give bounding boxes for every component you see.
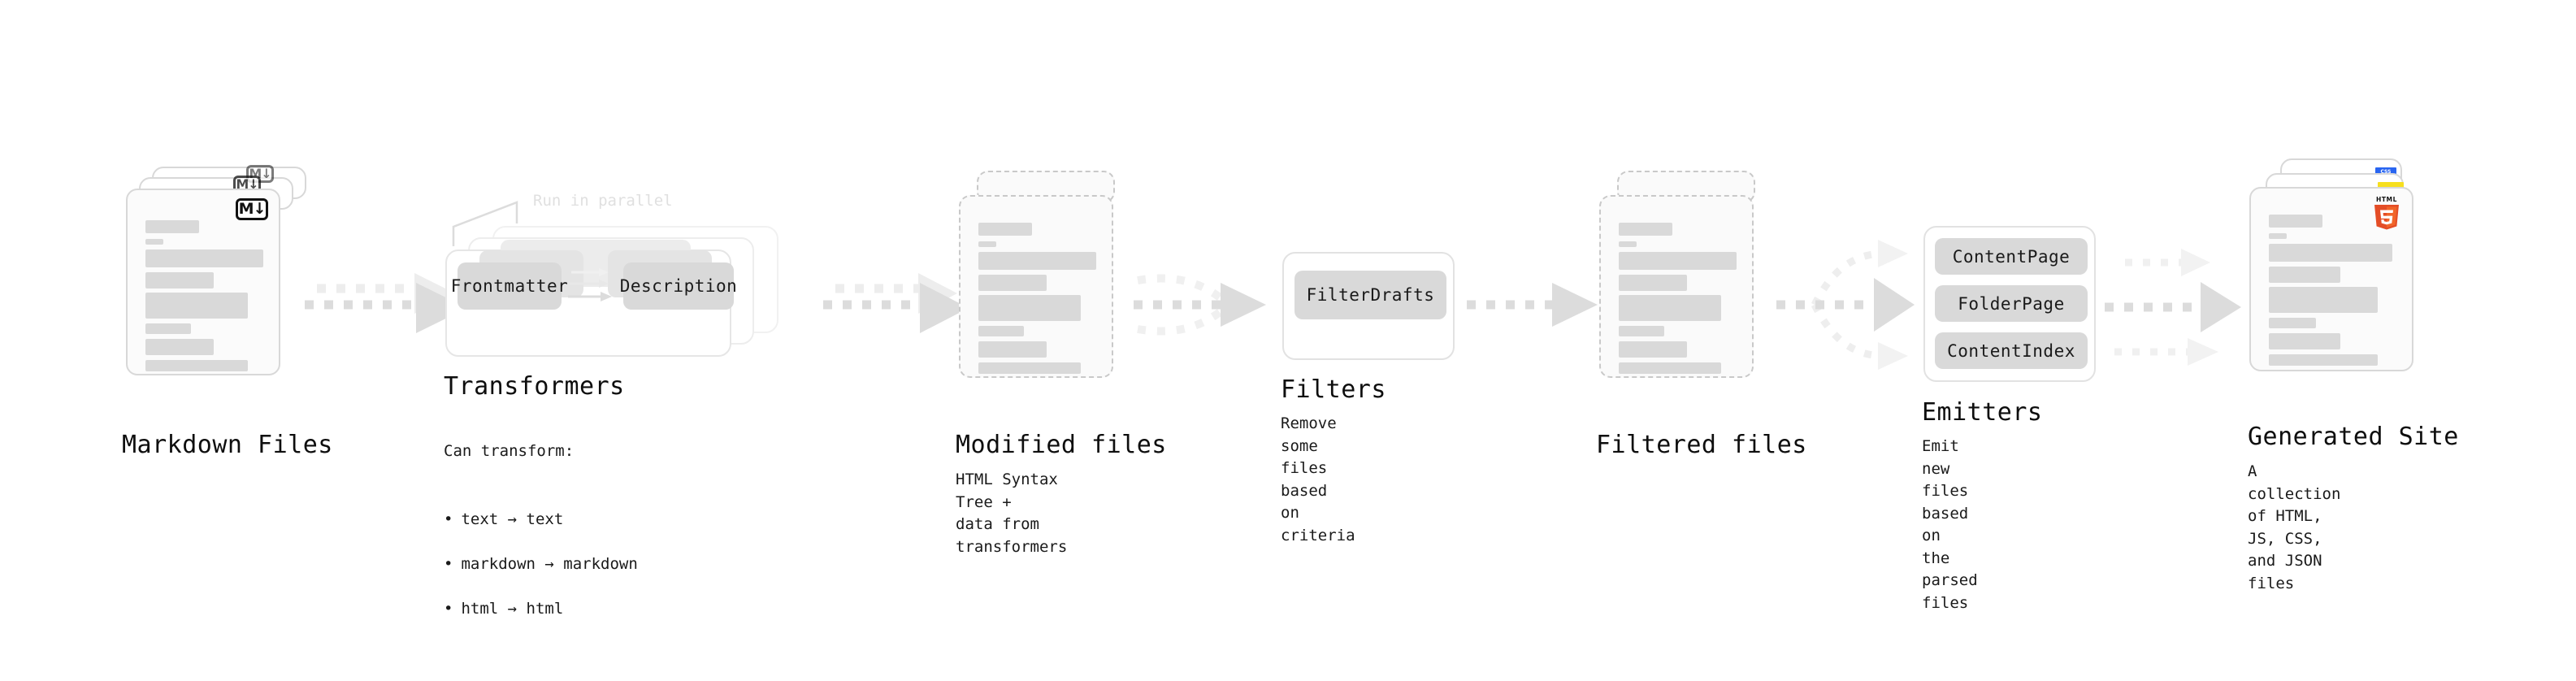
emitter-chip-contentindex[interactable]: ContentIndex <box>1935 332 2088 369</box>
markdown-icon: M↓ <box>236 198 268 220</box>
arrow-filters-to-filtered <box>1467 283 1598 327</box>
skeleton-bar <box>2269 244 2392 262</box>
skeleton-bar <box>145 220 199 233</box>
markdown-file-card: M↓ <box>126 189 280 375</box>
stage-desc-transformers: Can transform: text → text markdown → ma… <box>444 418 638 666</box>
skeleton-bar <box>145 323 191 334</box>
skeleton-bar <box>2269 215 2322 228</box>
transformers-bullet: html → html <box>444 598 638 621</box>
skeleton-bar <box>2269 354 2378 366</box>
skeleton-bar <box>1619 223 1672 236</box>
stage-desc-generated-site: A collection of HTML, JS, CSS, and JSON … <box>2248 462 2341 592</box>
skeleton-bar <box>1619 241 1637 247</box>
skeleton-bar <box>1619 362 1721 374</box>
transformers-bullet: text → text <box>444 509 638 531</box>
stage-title-markdown-files: Markdown Files <box>122 431 333 459</box>
stage-desc-emitters: Emit new files based on the parsed files <box>1922 437 1978 612</box>
skeleton-bar <box>978 252 1096 270</box>
transformers-bullet-list: text → text markdown → markdown html → h… <box>444 487 638 644</box>
emitter-chip-folderpage[interactable]: FolderPage <box>1935 285 2088 322</box>
skeleton-bar <box>978 223 1032 236</box>
run-in-parallel-label: Run in parallel <box>533 192 673 210</box>
skeleton-bar <box>1619 295 1721 321</box>
skeleton-bar <box>978 275 1047 291</box>
transformer-chip-description[interactable]: Description <box>620 262 737 310</box>
skeleton-bar <box>1619 326 1664 336</box>
emitter-chip-contentpage[interactable]: ContentPage <box>1935 238 2088 275</box>
skeleton-bar <box>145 293 248 319</box>
skeleton-bar <box>2269 287 2378 313</box>
skeleton-bar <box>978 326 1024 336</box>
transformer-chip-frontmatter[interactable]: Frontmatter <box>451 262 568 310</box>
skeleton-bar <box>145 272 214 288</box>
skeleton-bar <box>2269 318 2316 328</box>
transformer-panel: Frontmatter Description <box>445 240 737 357</box>
skeleton-bar <box>145 249 263 267</box>
transformer-inner-arrows <box>568 268 612 301</box>
filter-chip-filterdrafts[interactable]: FilterDrafts <box>1295 271 1446 319</box>
stage-title-generated-site: Generated Site <box>2248 423 2459 451</box>
stage-title-modified-files: Modified files <box>956 431 1167 459</box>
html5-icon: HTML <box>2371 194 2402 230</box>
skeleton-bar <box>2269 267 2340 283</box>
skeleton-bar <box>2269 233 2287 239</box>
filters-panel: FilterDrafts <box>1282 252 1455 360</box>
skeleton-bar <box>978 241 996 247</box>
stage-title-filtered-files: Filtered files <box>1596 431 1807 459</box>
svg-text:HTML: HTML <box>2376 196 2397 203</box>
skeleton-bar <box>1619 252 1737 270</box>
arrow-emitters-to-site <box>2105 249 2241 366</box>
stage-title-filters: Filters <box>1281 375 1386 404</box>
stage-desc-filters: Remove some files based on criteria <box>1281 414 1355 544</box>
arrow-filtered-to-emitters <box>1776 240 1915 370</box>
skeleton-bar <box>145 360 248 371</box>
skeleton-bar <box>1619 275 1687 291</box>
stage-desc-modified-files: HTML Syntax Tree + data from transformer… <box>956 471 1068 556</box>
skeleton-bar <box>145 239 163 245</box>
transformers-lead: Can transform: <box>444 441 575 460</box>
skeleton-bar <box>145 339 214 355</box>
transformers-bullet: markdown → markdown <box>444 553 637 576</box>
arrow-modified-to-filters <box>1134 274 1266 336</box>
stage-title-emitters: Emitters <box>1922 398 2043 427</box>
parallel-bracket <box>452 201 518 246</box>
emitters-panel: ContentPage FolderPage ContentIndex <box>1923 226 2096 382</box>
skeleton-bar <box>978 341 1047 358</box>
stage-title-transformers: Transformers <box>444 372 625 401</box>
skeleton-bar <box>1619 341 1687 358</box>
skeleton-bar <box>2269 333 2340 349</box>
modified-file-card <box>959 195 1113 378</box>
filtered-file-card <box>1599 195 1754 378</box>
skeleton-bar <box>978 362 1081 374</box>
site-card: HTML <box>2249 187 2413 371</box>
css3-icon: CSS <box>2375 167 2396 176</box>
skeleton-bar <box>978 295 1081 321</box>
